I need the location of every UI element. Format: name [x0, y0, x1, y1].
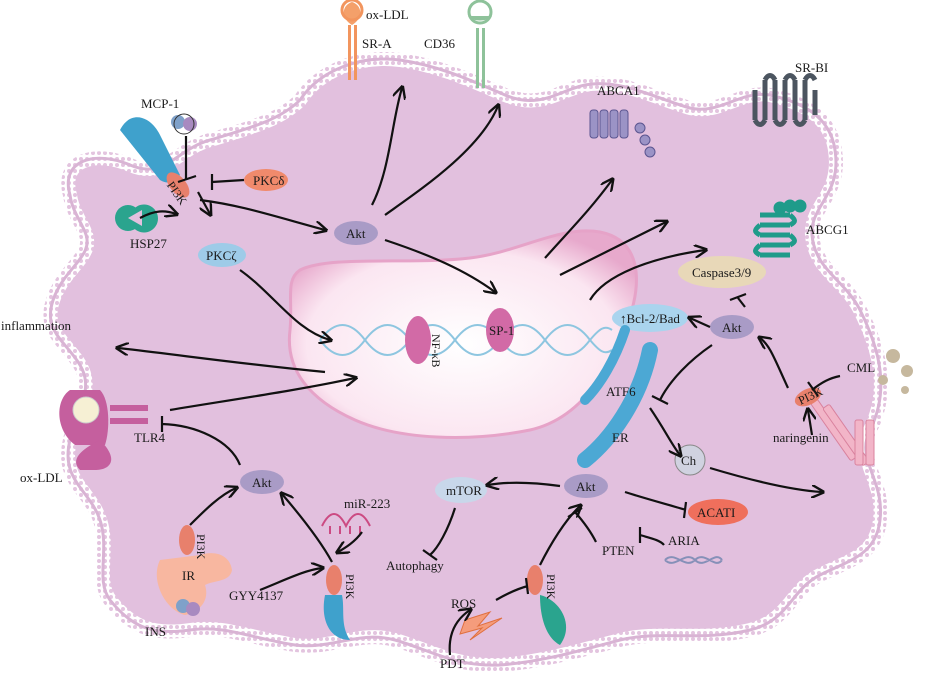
label-ch: Ch: [681, 453, 697, 468]
label-abcg1: ABCG1: [806, 222, 849, 237]
akt-node-bottom-left: [240, 470, 284, 494]
label-mtor: mTOR: [446, 483, 482, 498]
pkc-delta-node: [244, 169, 288, 191]
membrane-inner-line: [48, 57, 883, 667]
caspase-node: [678, 256, 766, 288]
pkc-zeta-node: [198, 243, 246, 267]
label-tlr4: TLR4: [134, 430, 166, 445]
label-caspase: Caspase3/9: [692, 265, 751, 280]
label-pi3k-ir: PI3K: [194, 534, 208, 560]
label-pten: PTEN: [602, 543, 635, 558]
label-er: ER: [612, 430, 629, 445]
label-pkc-zeta: PKCζ: [206, 248, 237, 263]
tlr4-receptor: [59, 390, 148, 470]
label-ros: ROS: [451, 596, 476, 611]
label-abca1: ABCA1: [597, 83, 640, 98]
label-cd36: CD36: [424, 36, 456, 51]
label-aria: ARIA: [668, 533, 700, 548]
label-ir: IR: [182, 568, 195, 583]
label-akt-bottom-left: Akt: [252, 475, 272, 490]
label-sr-bi: SR-BI: [795, 60, 828, 75]
label-autophagy: Autophagy: [386, 558, 444, 573]
receptor-bottom-left: [323, 595, 350, 640]
label-akt-bottom-center: Akt: [576, 479, 596, 494]
acat1-node: [688, 499, 748, 525]
bcl2-node: [612, 304, 688, 332]
label-pkc-delta: PKCδ: [253, 173, 284, 188]
label-sr-a: SR-A: [362, 36, 392, 51]
label-mir223: miR-223: [344, 496, 390, 511]
inhibitions: [160, 136, 841, 601]
insulin-receptor: [156, 553, 232, 616]
sr-bi-receptor: [752, 73, 818, 127]
label-nfkb: NF-κB: [429, 334, 443, 367]
arrows: [118, 88, 822, 656]
label-hsp27: HSP27: [130, 236, 167, 251]
er-structure: [577, 342, 658, 468]
label-inflammation: inflammation: [1, 318, 72, 333]
label-pdt: PDT: [440, 656, 465, 671]
label-akt-top: Akt: [346, 226, 366, 241]
right-receptor: [810, 399, 875, 466]
lipid-droplets: [878, 349, 913, 394]
receptor-bottom-center: [540, 595, 567, 645]
pi3k-bottom-left: [326, 565, 342, 595]
mtor-node: [435, 477, 487, 503]
abcg1-transporter: [753, 199, 807, 258]
pi3k-bottom-center: [527, 565, 543, 595]
akt-node-top: [334, 221, 378, 245]
label-acat1: ACATI: [697, 505, 735, 520]
sr-a-receptor: [340, 0, 364, 80]
abca1-transporter: [589, 109, 656, 158]
pi3k-top-left: [166, 172, 190, 198]
cd36-receptor: [467, 0, 493, 88]
label-pi3k-bottom-center: PI3K: [544, 574, 558, 600]
aria-icon: [664, 556, 723, 564]
label-bcl2: ↑Bcl-2/Bad: [620, 311, 680, 326]
label-ins: INS: [145, 624, 166, 639]
dna-helix: [319, 324, 613, 356]
mcp1-receptor: [120, 113, 197, 183]
label-atf6: ATF6: [606, 384, 636, 399]
label-gyy4137: GYY4137: [229, 588, 284, 603]
label-akt-right: Akt: [722, 320, 742, 335]
label-mcp1: MCP-1: [141, 96, 179, 111]
label-ox-ldl-left: ox-LDL: [20, 470, 63, 485]
label-ox-ldl-top: ox-LDL: [366, 7, 409, 22]
label-pi3k-bottom-left: PI3K: [343, 574, 357, 600]
akt-node-right: [710, 315, 754, 339]
akt-node-bottom-center: [564, 474, 608, 498]
label-naringenin: naringenin: [773, 430, 829, 445]
label-sp1: SP-1: [489, 323, 514, 338]
mir223-icon: [321, 513, 371, 534]
pi3k-ir: [179, 525, 195, 555]
label-cml: CML: [847, 360, 875, 375]
sp1-factor: [486, 308, 514, 352]
nfkb-factor: [405, 316, 431, 364]
